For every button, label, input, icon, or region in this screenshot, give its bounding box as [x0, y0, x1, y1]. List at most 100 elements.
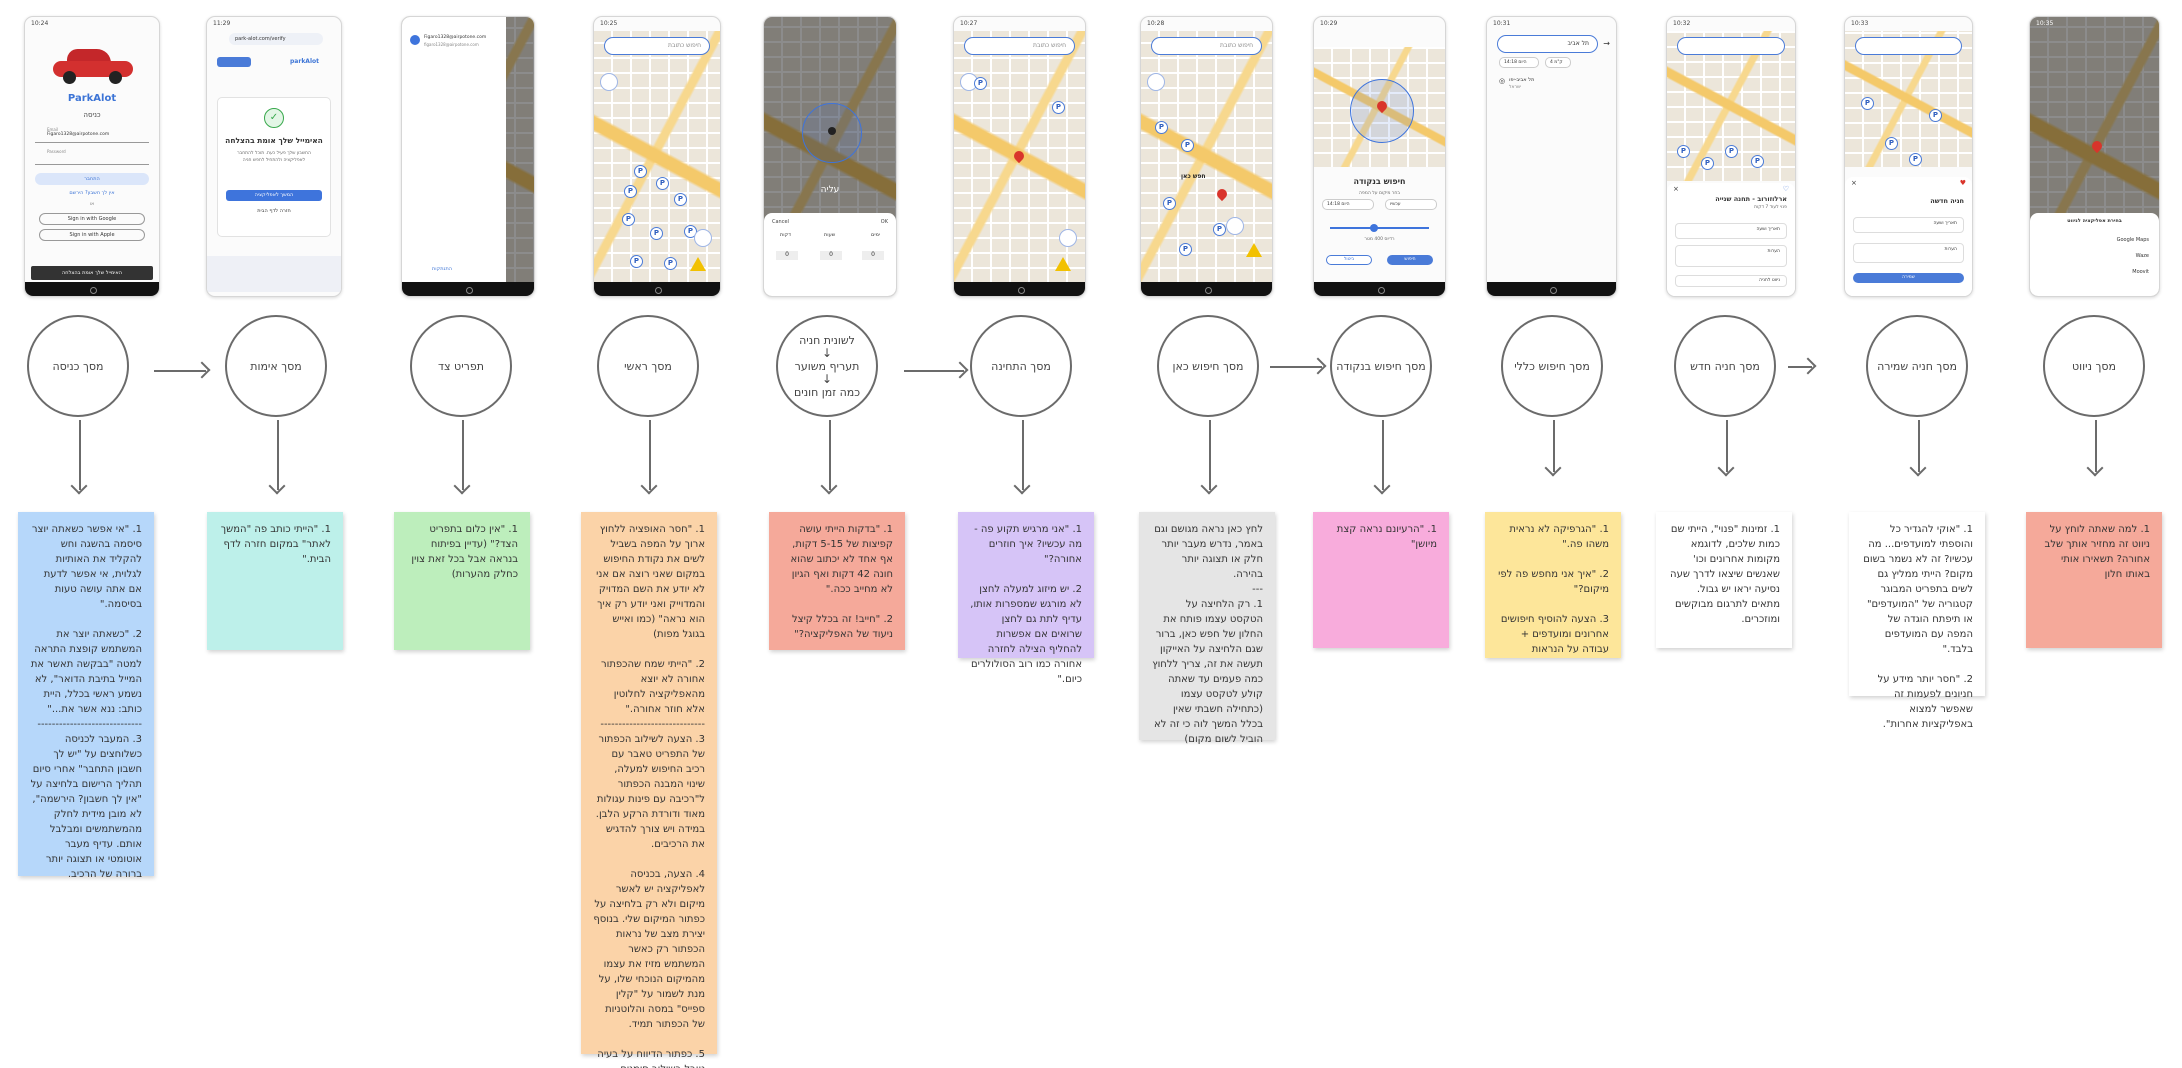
- search-result[interactable]: תל אביב-יפו: [1509, 77, 1535, 83]
- date-time-row[interactable]: תאריך ושעה: [1853, 217, 1964, 233]
- apple-signin-button[interactable]: Sign in with Apple: [39, 229, 145, 241]
- status-time: 10:31: [1493, 20, 1511, 27]
- parking-pin[interactable]: P: [974, 77, 987, 90]
- search-input[interactable]: חיפוש כתובת: [604, 37, 710, 55]
- my-location-button[interactable]: [694, 229, 712, 247]
- save-button[interactable]: שמירה: [1853, 273, 1964, 283]
- home-link[interactable]: חזרה לדף הבית: [257, 208, 291, 214]
- menu-button[interactable]: [600, 73, 618, 91]
- search-label: חיפוש: [1404, 257, 1416, 262]
- parking-pin[interactable]: P: [622, 213, 635, 226]
- option-label: Moovit: [2132, 269, 2149, 275]
- nav-bar: [954, 282, 1085, 296]
- search-input[interactable]: חיפוש כתובת: [1151, 37, 1262, 55]
- user-email: Figaro1328@airpotone.com: [424, 35, 487, 40]
- cancel-button[interactable]: Cancel: [772, 219, 789, 225]
- time-field[interactable]: עכשיו: [1385, 199, 1437, 210]
- parking-pin[interactable]: P: [1155, 121, 1168, 134]
- menu-button[interactable]: [1147, 73, 1165, 91]
- date-chip[interactable]: היום 14:18: [1499, 57, 1539, 68]
- register-link[interactable]: אין לך חשבון? הירשם: [69, 190, 115, 196]
- map[interactable]: [1667, 31, 1795, 181]
- login-button[interactable]: התחבר: [35, 173, 149, 185]
- password-field[interactable]: Password: [35, 149, 149, 165]
- status-bar: 10:28: [1141, 17, 1272, 31]
- parking-pin[interactable]: P: [1677, 145, 1690, 158]
- parking-pin[interactable]: P: [1213, 223, 1226, 236]
- google-signin-button[interactable]: Sign in with Google: [39, 213, 145, 225]
- parking-pin[interactable]: P: [656, 177, 669, 190]
- date-field[interactable]: היום 14:18: [1322, 199, 1374, 210]
- verify-top-button[interactable]: [217, 57, 251, 67]
- date-time-row[interactable]: תאריך ושעה: [1675, 223, 1787, 239]
- notes-row[interactable]: הערות: [1675, 245, 1787, 267]
- my-location-button[interactable]: [1059, 229, 1077, 247]
- search-input[interactable]: [1855, 37, 1962, 55]
- parking-pin[interactable]: P: [1179, 243, 1192, 256]
- check-circle-icon: ✓: [264, 108, 284, 128]
- parking-pin[interactable]: P: [630, 255, 643, 268]
- picker-wheel-days[interactable]: 0: [862, 251, 884, 260]
- picker-wheel-hours[interactable]: 0: [820, 251, 842, 260]
- report-warning-icon[interactable]: [1055, 257, 1071, 271]
- range-chip[interactable]: ק"מ 4: [1545, 57, 1571, 68]
- parking-pin[interactable]: P: [1885, 137, 1898, 150]
- parking-pin[interactable]: P: [1929, 109, 1942, 122]
- parking-pin[interactable]: P: [1163, 197, 1176, 210]
- password-label: Password: [47, 149, 66, 154]
- search-input[interactable]: [1677, 37, 1785, 55]
- parking-pin[interactable]: P: [650, 227, 663, 240]
- flow-node-side-menu: תפריט צד: [410, 315, 512, 417]
- parking-pin[interactable]: P: [1052, 101, 1065, 114]
- continue-button[interactable]: המשך לאפליקציה: [226, 190, 322, 201]
- logout-button[interactable]: התנתקות: [432, 266, 452, 272]
- parking-pin[interactable]: P: [1725, 145, 1738, 158]
- moovit-option[interactable]: Moovit: [2132, 269, 2149, 275]
- picker-wheel-minutes[interactable]: 0: [776, 251, 798, 260]
- flow-node-parking-tab: לשונית חניה ↓ תעריף משוער ↓ כמה זמן חוני…: [776, 315, 878, 417]
- search-placeholder: חיפוש כתובת: [1220, 42, 1253, 49]
- google-maps-option[interactable]: Google Maps: [2117, 237, 2149, 243]
- slider-thumb[interactable]: [1370, 224, 1378, 232]
- browser-url-bar[interactable]: park-alot.com/verify: [229, 33, 323, 45]
- navigate-row[interactable]: ניווט לחניה: [1675, 275, 1787, 287]
- parking-pin[interactable]: P: [1861, 97, 1874, 110]
- map[interactable]: [1141, 31, 1272, 282]
- search-button[interactable]: חיפוש: [1387, 255, 1433, 265]
- parking-pin[interactable]: P: [674, 193, 687, 206]
- navigation-apps-sheet: בחירת אפליקציה לניווט Google Maps Waze M…: [2030, 213, 2159, 296]
- report-warning-icon[interactable]: [690, 257, 706, 271]
- flow-arrow-down: [1209, 420, 1211, 490]
- flow-node-label: מסך אימות: [250, 359, 302, 373]
- email-field[interactable]: Email Figaro1328@airpotone.com: [35, 127, 149, 143]
- parking-pin[interactable]: P: [634, 165, 647, 178]
- close-icon[interactable]: ×: [1673, 185, 1679, 193]
- flow-node-general-search: מסך חיפוש כללי: [1501, 315, 1603, 417]
- favorite-heart-icon[interactable]: ♥: [1959, 179, 1966, 187]
- cancel-button[interactable]: ביטול: [1326, 255, 1372, 265]
- status-bar: 10:25: [594, 17, 720, 31]
- parking-pin[interactable]: P: [1181, 139, 1194, 152]
- map[interactable]: [594, 31, 720, 282]
- ok-button[interactable]: OK: [880, 219, 888, 225]
- favorite-heart-icon[interactable]: ♡: [1782, 185, 1789, 193]
- search-input[interactable]: חיפוש כתובת: [964, 37, 1075, 55]
- parking-pin[interactable]: P: [1909, 153, 1922, 166]
- search-input[interactable]: תל אביב: [1497, 35, 1598, 53]
- search-here-label[interactable]: חפש כאן: [1181, 173, 1206, 180]
- parking-pin[interactable]: P: [1701, 157, 1714, 170]
- my-location-button[interactable]: [1226, 217, 1244, 235]
- notes-row[interactable]: הערות: [1853, 243, 1964, 263]
- map[interactable]: [1314, 47, 1445, 167]
- close-icon[interactable]: ×: [1851, 179, 1857, 187]
- sticky-note-general-search: 1. "הגרפיקה לא נראית משהו פה." 2. "איך א…: [1485, 512, 1621, 658]
- parking-pin[interactable]: P: [1751, 155, 1764, 168]
- note-text: 1. "הרעיונם נראה קצת מיושן": [1336, 524, 1437, 550]
- parking-pin[interactable]: P: [624, 185, 637, 198]
- status-bar: 10:33: [1845, 17, 1972, 31]
- arrow-right-icon[interactable]: →: [1603, 39, 1610, 48]
- report-warning-icon[interactable]: [1246, 243, 1262, 257]
- radius-slider[interactable]: [1330, 224, 1429, 232]
- waze-option[interactable]: Waze: [2136, 253, 2149, 259]
- parking-pin[interactable]: P: [664, 257, 677, 270]
